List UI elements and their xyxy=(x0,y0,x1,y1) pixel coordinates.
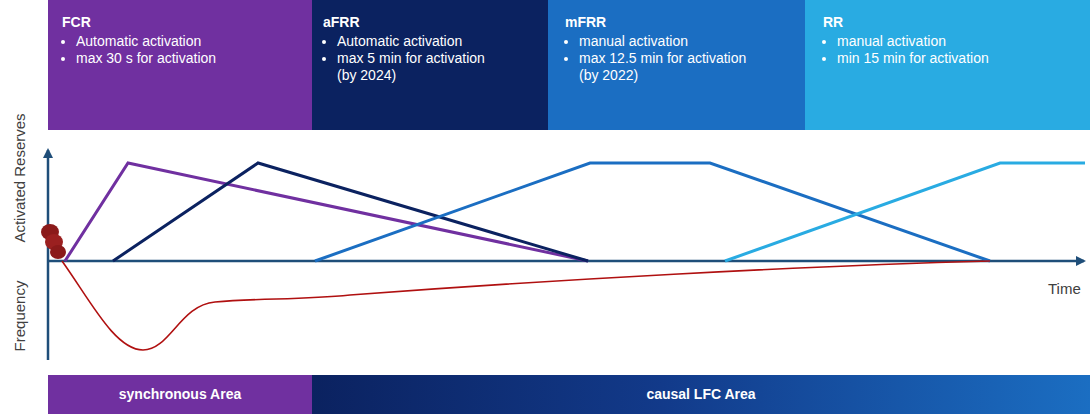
reserve-name: RR xyxy=(823,14,1078,31)
x-axis xyxy=(48,260,1084,263)
bullet-list: Automatic activationmax 5 min for activa… xyxy=(323,33,487,84)
afrr-curve xyxy=(113,163,588,261)
bullet-text: manual activation xyxy=(579,33,749,50)
axis-label: Activated Reserves xyxy=(11,113,28,242)
axis-label: Frequency xyxy=(11,281,28,352)
disturbance-icon xyxy=(41,224,66,259)
reserve-header: FCR Automatic activationmax 30 s for acti… xyxy=(48,0,312,130)
axis-label: Time xyxy=(1048,280,1081,297)
frequency-curve xyxy=(62,261,990,350)
bullet-text: Automatic activation xyxy=(337,33,487,50)
reserve-name: mFRR xyxy=(565,14,793,31)
reserve-header: aFRR Automatic activationmax 5 min for ac… xyxy=(312,0,548,130)
reserve-header: mFRR manual activationmax 12.5 min for ac… xyxy=(548,0,805,130)
bullet-list: manual activationmin 15 min for activati… xyxy=(823,33,1007,67)
bullet-list: manual activationmax 12.5 min for activa… xyxy=(565,33,749,84)
fcr-curve xyxy=(65,163,588,261)
bullet-text: max 12.5 min for activation (by 2022) xyxy=(579,50,749,84)
bullet-text: min 15 min for activation xyxy=(837,50,1007,67)
bullet-list: Automatic activationmax 30 s for activat… xyxy=(62,33,236,67)
y-axis xyxy=(47,150,50,360)
reserve-header: RR manual activationmin 15 min for activa… xyxy=(805,0,1090,130)
bullet-text: max 30 s for activation xyxy=(76,50,236,67)
mfrr-curve xyxy=(315,163,990,261)
area-name: causal LFC Area xyxy=(646,386,755,403)
reserve-name: FCR xyxy=(62,14,300,31)
reserve-name: aFRR xyxy=(323,14,536,31)
rr-curve xyxy=(725,163,1085,261)
bullet-text: manual activation xyxy=(837,33,1007,50)
bullet-text: max 5 min for activation (by 2024) xyxy=(337,50,487,84)
area-band: causal LFC Area xyxy=(312,375,1090,414)
area-name: synchronous Area xyxy=(119,386,241,403)
bullet-text: Automatic activation xyxy=(76,33,236,50)
area-band: synchronous Area xyxy=(48,375,312,414)
